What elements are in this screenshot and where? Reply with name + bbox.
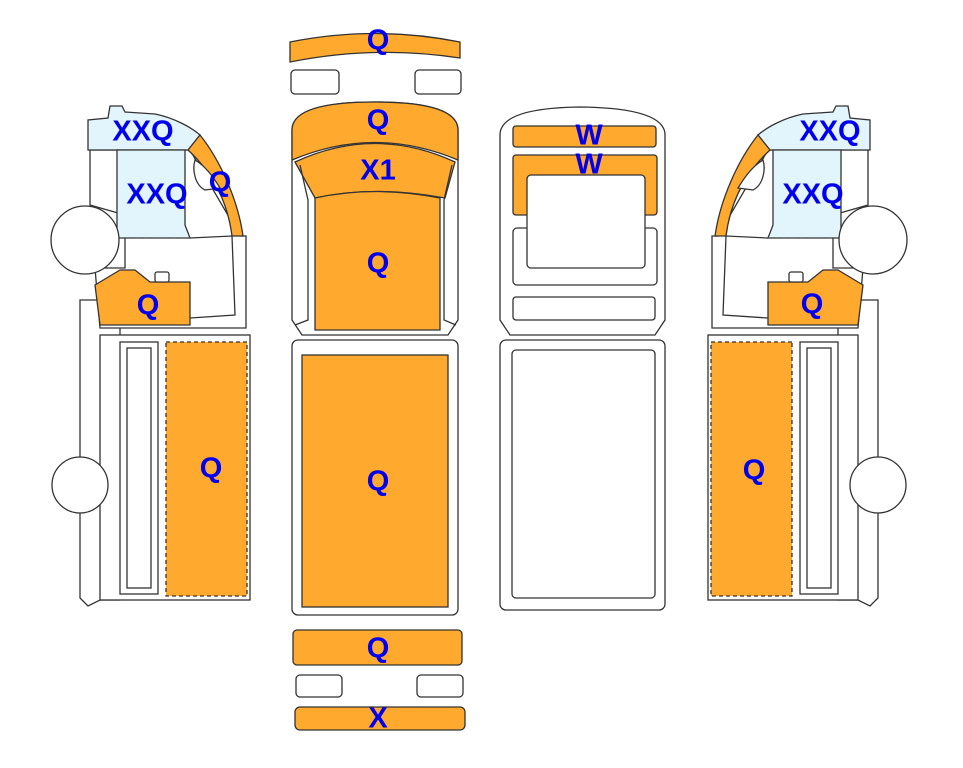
label-right-door-lower: Q	[801, 289, 824, 321]
label-cab-roof: Q	[367, 248, 390, 280]
label-right-body: Q	[743, 455, 766, 487]
label-left-door-lower: Q	[137, 290, 160, 322]
label-rear-bumper: X	[368, 703, 388, 735]
label-rear-panel: Q	[367, 633, 390, 665]
label-cargo-roof: Q	[367, 466, 390, 498]
label-right-window: XXQ	[782, 179, 843, 211]
label-left-body: Q	[200, 453, 223, 485]
label-right-roof: XXQ	[799, 116, 860, 148]
label-hood: Q	[367, 105, 390, 137]
label-front-window-frame: W	[575, 149, 603, 181]
label-left-pillar: Q	[209, 167, 232, 199]
label-left-roof: XXQ	[112, 116, 173, 148]
label-front-upper: W	[575, 120, 603, 152]
right-side-view: XXQ XXQ Q Q	[707, 105, 908, 607]
label-windshield: X1	[360, 155, 395, 187]
front-view: W W	[499, 106, 666, 611]
label-left-window: XXQ	[126, 179, 187, 211]
label-front-bumper: Q	[367, 25, 390, 57]
left-side-view: XXQ XXQ Q Q Q	[50, 105, 251, 607]
top-view: Q Q X1 Q Q Q X	[289, 25, 466, 735]
